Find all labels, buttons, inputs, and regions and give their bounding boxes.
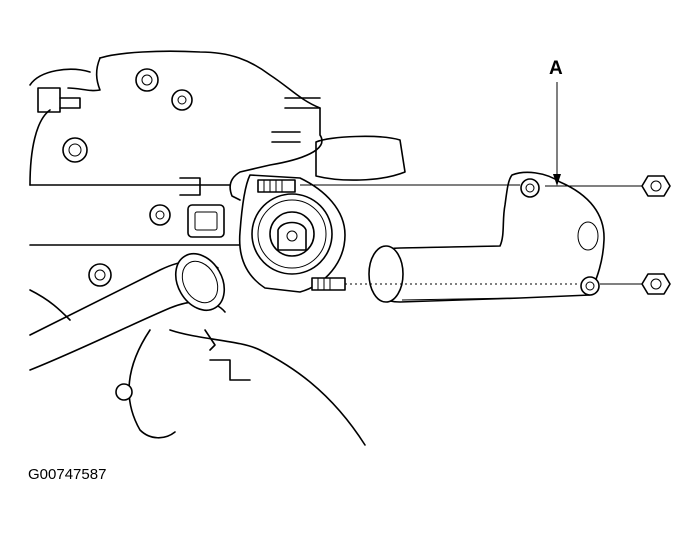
coolant-hose [29, 252, 226, 371]
flange-nut-lower [641, 273, 671, 295]
callout-label: A [549, 58, 563, 79]
callout-leader [553, 82, 561, 186]
flange-nut-upper [641, 175, 671, 197]
thermostat [238, 174, 346, 293]
figure-id: G00747587 [28, 466, 107, 483]
water-outlet-housing [368, 171, 605, 303]
alignment-lines [300, 184, 642, 285]
engine-block [29, 50, 406, 446]
